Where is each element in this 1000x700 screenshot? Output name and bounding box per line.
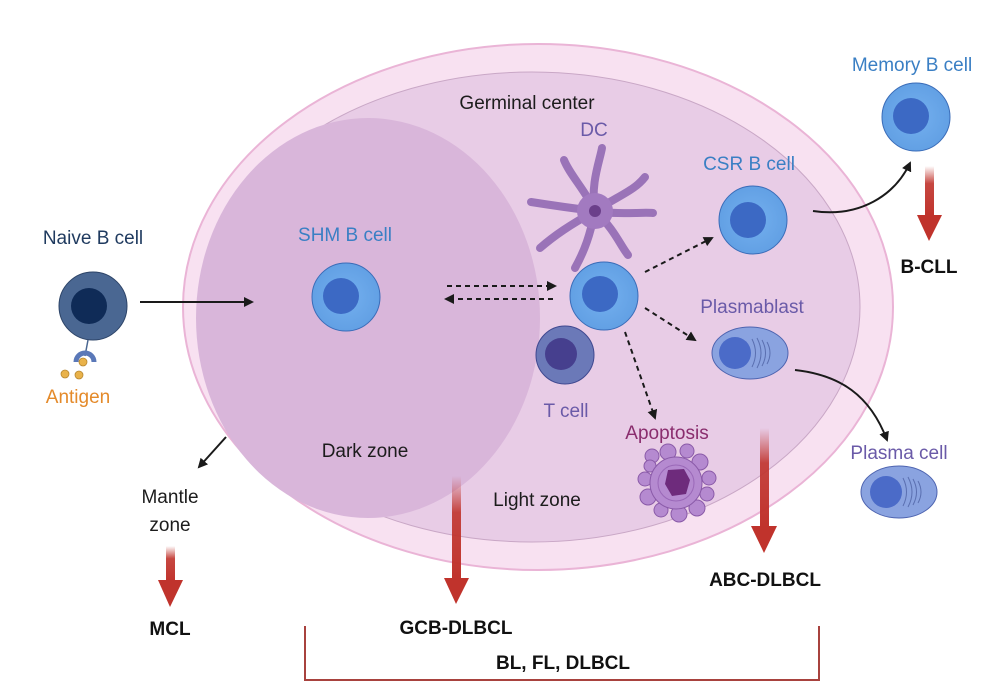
antigen-label: Antigen [45,387,111,408]
arrow-to-abc-dlbcl [751,428,777,553]
memory-b-cell-label: Memory B cell [851,55,973,76]
bracket-group-label: BL, FL, DLBCL [495,653,631,674]
shm-b-cell-label: SHM B cell [298,225,392,246]
plasma-cell [860,465,938,519]
lymphoma-group-bracket [304,626,820,681]
dashed-arrow-to-apoptosis [624,331,658,420]
arrow-to-mcl [158,546,183,607]
light-zone-label: Light zone [493,490,581,511]
dark-zone-label: Dark zone [321,441,409,462]
plasma-cell-label: Plasma cell [850,443,948,464]
dashed-arrow-to-csr [644,237,714,273]
dc-label: DC [580,120,608,141]
arrow-to-b-cll [917,166,942,241]
t-cell [535,325,595,385]
arrow-csr-to-memory [812,161,912,214]
shm-b-cell [311,262,381,332]
naive-b-cell [58,271,128,363]
mcl-label: MCL [149,619,191,640]
csr-b-cell [718,185,788,255]
light-zone-b-cell [569,261,639,331]
dendritic-cell [527,144,657,272]
csr-b-cell-label: CSR B cell [703,154,795,175]
mantle-zone-label-line2: zone [149,515,191,536]
arrow-to-mantle-zone [197,436,227,469]
gcb-dlbcl-label: GCB-DLBCL [399,618,513,639]
t-cell-label: T cell [543,401,589,422]
arrow-to-gcb-dlbcl [444,476,469,604]
antigen-icon [60,357,88,380]
plasmablast-label: Plasmablast [700,297,804,318]
naive-b-cell-label: Naive B cell [42,228,144,249]
germinal-center-label: Germinal center [459,93,595,114]
abc-dlbcl-label: ABC-DLBCL [709,570,821,591]
memory-b-cell [881,82,951,152]
dashed-arrow-to-plasmablast [644,307,697,342]
apoptotic-cell [637,443,717,523]
plasmablast-cell [711,326,789,380]
arrow-plasmablast-to-plasma [794,369,889,442]
apoptosis-label: Apoptosis [625,423,709,444]
mantle-zone-label-line1: Mantle [141,487,199,508]
b-cll-label: B-CLL [900,257,958,278]
